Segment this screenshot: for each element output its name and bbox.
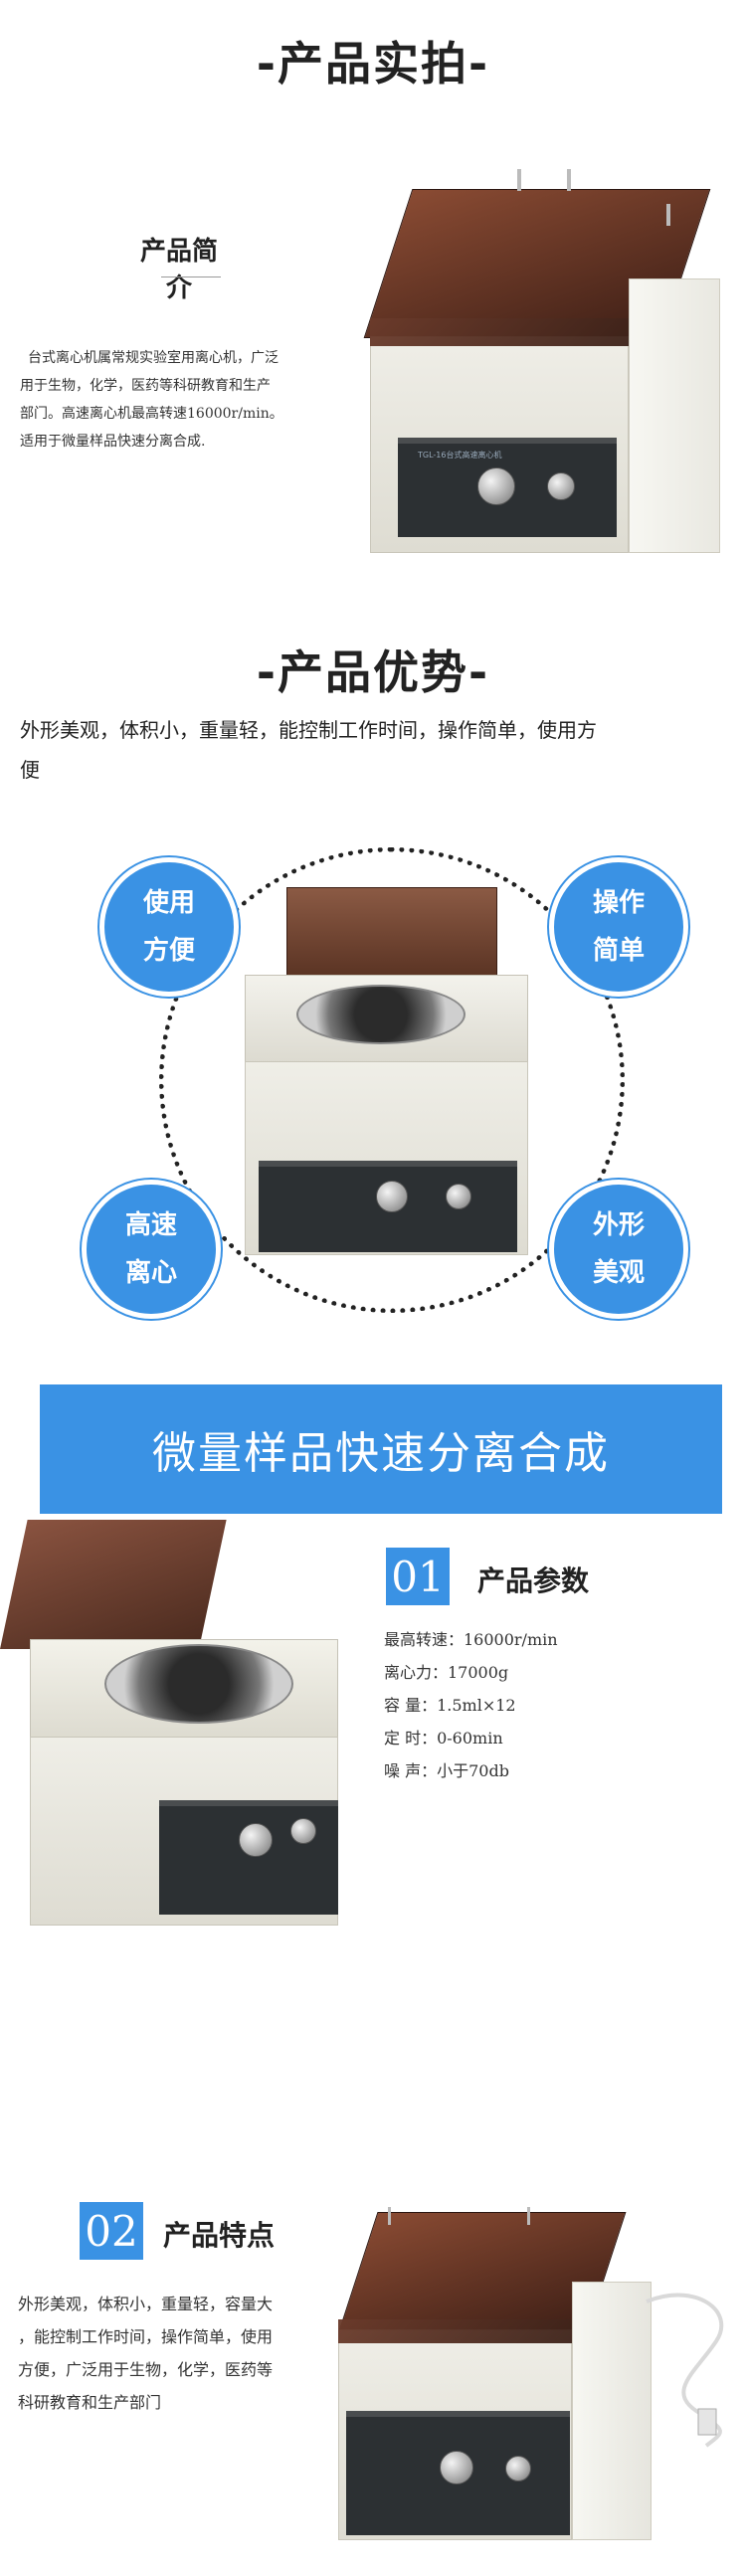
bubble-nice-look: 外形美观 xyxy=(549,1180,688,1319)
intro-text: 台式离心机属常规实验室用离心机，广泛 用于生物，化学，医药等科研教育和生产 部门… xyxy=(20,344,358,456)
product-photo-open-lid xyxy=(237,877,535,1255)
param-line: 最高转速：16000r/min xyxy=(384,1630,558,1649)
param-line: 容 量：1.5ml×12 xyxy=(384,1696,516,1715)
intro-line: 用于生物，化学，医药等科研教育和生产 xyxy=(20,378,271,394)
feature-line: 外形美观，体积小，重量轻，容量大 xyxy=(18,2295,274,2313)
rotor-chamber xyxy=(296,985,466,1044)
section-title-real-photo: -产品实拍- xyxy=(256,37,490,91)
section-title-advantages: -产品优势- xyxy=(256,645,490,699)
intro-heading-underline xyxy=(161,276,221,277)
params-heading: 产品参数 xyxy=(477,1564,590,1597)
knob-icon xyxy=(505,2456,531,2482)
feature-line: 科研教育和生产部门 xyxy=(18,2393,162,2412)
product-photo-closed-lid: TGL-16台式高速离心机 xyxy=(363,169,731,572)
knob-icon xyxy=(376,1181,408,1212)
product-photo-params xyxy=(0,1520,343,1928)
control-panel xyxy=(159,1800,338,1915)
knob-icon xyxy=(446,1184,471,1209)
param-line: 定 时：0-60min xyxy=(384,1729,503,1748)
features-number: 02 xyxy=(80,2202,143,2260)
knob-icon xyxy=(290,1818,316,1844)
feature-line: ，能控制工作时间，操作简单，使用 xyxy=(18,2327,274,2346)
intro-line: 适用于微量样品快速分离合成. xyxy=(20,434,206,450)
lid-open xyxy=(286,887,497,977)
advantages-line: 便 xyxy=(20,758,40,782)
advantages-text: 外形美观，体积小，重量轻，能控制工作时间，操作简单，使用方 便 xyxy=(20,710,732,790)
machine-side xyxy=(629,278,720,553)
power-cord-icon xyxy=(646,2293,724,2448)
dotted-circle xyxy=(159,847,625,1313)
param-line: 离心力：17000g xyxy=(384,1663,509,1682)
knob-icon xyxy=(477,467,515,505)
feature-line: 方便，广泛用于生物，化学，医药等 xyxy=(18,2360,274,2379)
bubble-high-speed: 高速离心 xyxy=(82,1180,221,1319)
intro-heading: 产品简介 xyxy=(139,237,218,303)
features-text: 外形美观，体积小，重量轻，容量大 ，能控制工作时间，操作简单，使用 方便，广泛用… xyxy=(18,2288,326,2419)
knob-icon xyxy=(440,2451,473,2484)
features-heading: 产品特点 xyxy=(163,2219,276,2252)
rotor-chamber xyxy=(104,1644,293,1724)
bubble-easy-operate: 操作简单 xyxy=(549,857,688,997)
param-line: 噪 声：小于70db xyxy=(384,1761,509,1780)
knob-icon xyxy=(547,472,575,500)
intro-line: 台式离心机属常规实验室用离心机，广泛 xyxy=(28,350,279,366)
params-number: 01 xyxy=(386,1548,450,1605)
intro-line: 部门。高速离心机最高转速16000r/min。 xyxy=(20,406,283,422)
bubble-easy-use: 使用方便 xyxy=(99,857,239,997)
knob-icon xyxy=(239,1823,273,1857)
params-list: 最高转速：16000r/min 离心力：17000g 容 量：1.5ml×12 … xyxy=(384,1623,558,1787)
product-photo-features xyxy=(328,2202,746,2550)
banner: 微量样品快速分离合成 xyxy=(40,1384,722,1514)
advantages-line: 外形美观，体积小，重量轻，能控制工作时间，操作简单，使用方 xyxy=(20,718,597,742)
